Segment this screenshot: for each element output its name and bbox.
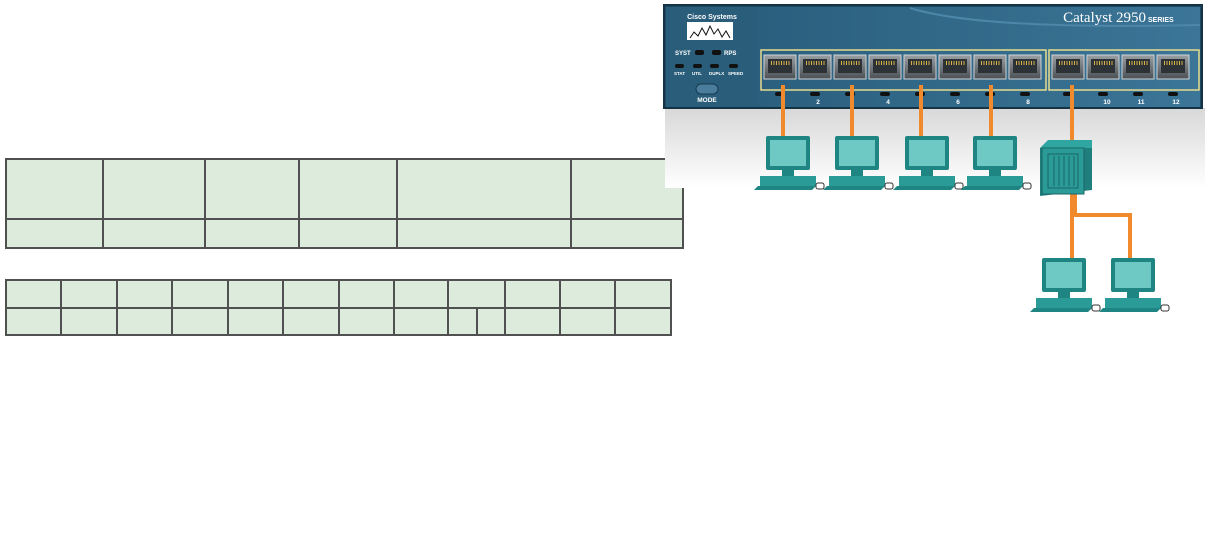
table-cell xyxy=(558,307,617,336)
cable-hub-pc6 xyxy=(1073,193,1132,262)
brand-label: Cisco Systems xyxy=(687,14,737,21)
switch-port xyxy=(833,54,867,96)
table-cell xyxy=(614,307,672,336)
switch-port xyxy=(903,54,937,96)
table-cell xyxy=(101,158,207,220)
switch-port xyxy=(1121,54,1155,96)
port-number-10: 10 xyxy=(1103,99,1111,106)
table-cell xyxy=(204,218,301,249)
switch-ports xyxy=(763,54,1190,96)
table-cell xyxy=(226,279,285,309)
port-number-12: 12 xyxy=(1172,99,1180,106)
table-cell xyxy=(337,279,396,309)
table-cell xyxy=(226,307,285,336)
switch-port xyxy=(973,54,1007,96)
table-cell xyxy=(5,158,104,220)
network-diagram: Cisco Systems SYST RPS STAT UTIL DUPLX S… xyxy=(663,4,1205,313)
table-row xyxy=(5,158,684,220)
switch-port xyxy=(1156,54,1190,96)
port-number-4: 4 xyxy=(886,99,890,106)
table-cell xyxy=(446,279,507,309)
port-number-8: 8 xyxy=(1026,99,1030,106)
table-cell xyxy=(558,279,617,309)
hub-icon xyxy=(1040,140,1092,196)
table-cell xyxy=(393,307,449,336)
port-number-6: 6 xyxy=(956,99,960,106)
table-cell xyxy=(5,218,104,249)
switch-port xyxy=(798,54,832,96)
led-label-syst: SYST xyxy=(675,51,691,57)
table-cell xyxy=(504,307,561,336)
port-number-2: 2 xyxy=(816,99,820,106)
table-cell xyxy=(60,307,118,336)
table-cell xyxy=(282,279,340,309)
table-cell xyxy=(298,158,398,220)
table-cell xyxy=(570,218,684,249)
cisco-logo-icon xyxy=(687,22,733,40)
table-cell xyxy=(115,279,174,309)
table-cell xyxy=(614,279,672,309)
cables xyxy=(781,85,1132,262)
table-cell xyxy=(395,218,573,249)
series-label: SERIES xyxy=(1148,17,1174,24)
led-label-util: UTIL xyxy=(692,71,702,76)
table-cell xyxy=(393,279,449,309)
led-label-rps: RPS xyxy=(724,51,736,57)
table-one xyxy=(5,158,684,249)
table-two xyxy=(4,279,672,336)
mode-label: MODE xyxy=(697,97,717,104)
table-cell xyxy=(475,307,507,336)
table-cell xyxy=(446,307,478,336)
table-cell xyxy=(337,307,396,336)
port-number-11: 11 xyxy=(1138,99,1145,106)
table-cell xyxy=(395,158,573,220)
switch-port xyxy=(868,54,902,96)
table-cell xyxy=(298,218,398,249)
mode-button[interactable] xyxy=(695,83,719,95)
table-row xyxy=(4,307,672,336)
switch-port xyxy=(763,54,797,96)
table-row xyxy=(4,279,672,309)
switch-port xyxy=(1086,54,1120,96)
table-row xyxy=(5,218,684,249)
table-cell xyxy=(171,279,229,309)
table-cell xyxy=(282,307,340,336)
table-cell xyxy=(4,307,63,336)
switch: Cisco Systems SYST RPS STAT UTIL DUPLX S… xyxy=(663,4,1203,109)
switch-port xyxy=(1051,54,1085,96)
table-cell xyxy=(504,279,561,309)
switch-port xyxy=(1008,54,1042,96)
model-label: Catalyst 2950 xyxy=(1063,10,1146,26)
table-cell xyxy=(115,307,174,336)
led-label-stat: STAT xyxy=(674,71,685,76)
computer-icon xyxy=(1029,257,1101,313)
switch-port xyxy=(938,54,972,96)
table-cell xyxy=(60,279,118,309)
table-cell xyxy=(204,158,301,220)
computer-icon xyxy=(1098,257,1170,313)
led-label-duplx: DUPLX xyxy=(709,71,724,76)
table-cell xyxy=(171,307,229,336)
table-cell xyxy=(4,279,63,309)
led-label-speed: SPEED xyxy=(728,71,744,76)
table-cell xyxy=(101,218,207,249)
